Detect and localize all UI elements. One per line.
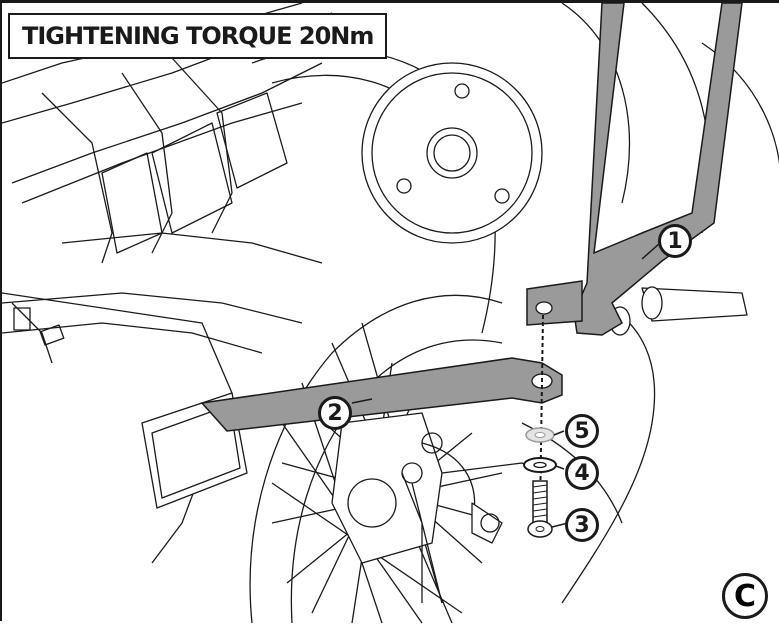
motorcycle-line-drawing [2, 3, 779, 624]
callout-4: 4 [565, 456, 599, 490]
callout-2: 2 [318, 396, 352, 430]
torque-title: TIGHTENING TORQUE 20Nm [8, 13, 388, 59]
panel-label: C [722, 573, 768, 619]
callout-3: 3 [565, 508, 599, 542]
callout-1: 1 [658, 224, 692, 258]
callout-5: 5 [565, 414, 599, 448]
